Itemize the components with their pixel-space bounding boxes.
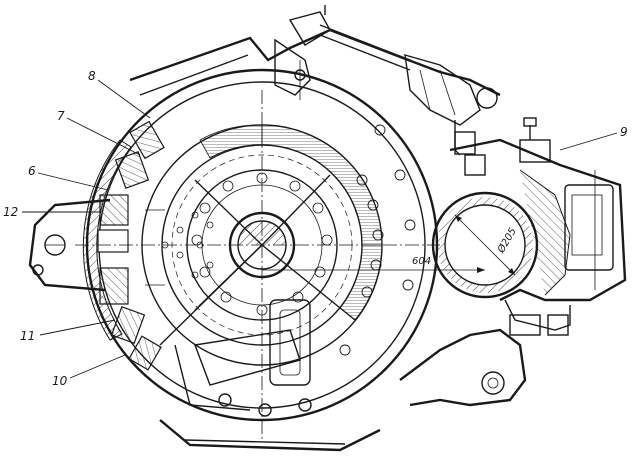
pole-coils: [97, 120, 165, 371]
label-8: 8: [88, 69, 96, 83]
label-7: 7: [57, 109, 65, 123]
label-12: 12: [3, 205, 18, 219]
label-10: 10: [52, 374, 68, 388]
label-6: 6: [28, 164, 36, 178]
dimension-length: 604: [412, 256, 431, 267]
axle-bearing: [431, 117, 627, 336]
inspection-cover: [174, 299, 312, 417]
label-9: 9: [620, 125, 628, 139]
label-11: 11: [20, 329, 35, 343]
dimension-diameter: Ø205: [495, 226, 519, 256]
frame-bolts: [339, 124, 416, 356]
suspension-linkage: [274, 5, 481, 156]
leader-lines: [22, 79, 618, 379]
section-lines: [75, 90, 440, 440]
